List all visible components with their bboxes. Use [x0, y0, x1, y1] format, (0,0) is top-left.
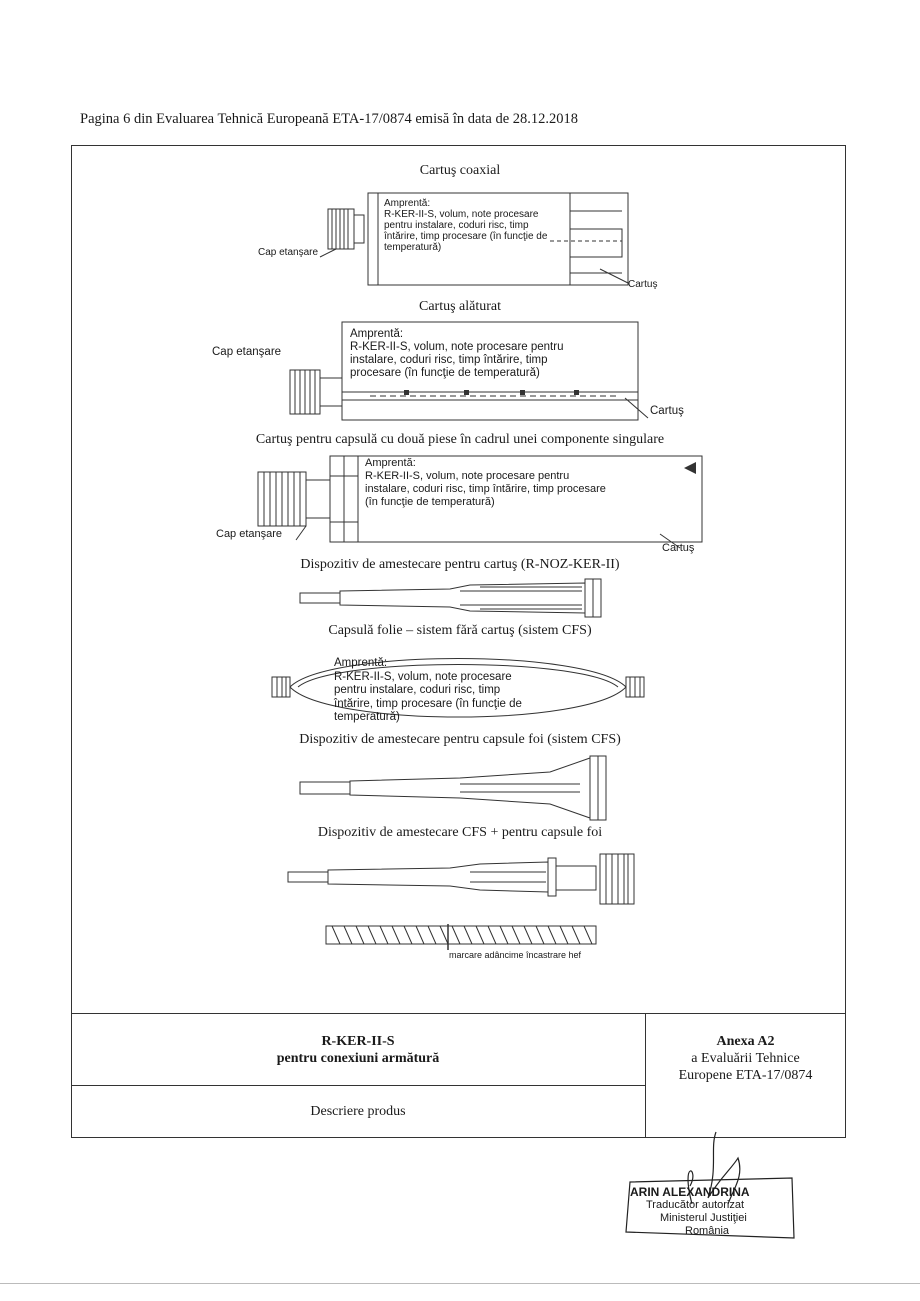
- label-line: procesare (în funcţie de temperatură): [350, 367, 540, 379]
- annex-frame: [71, 145, 846, 1138]
- footer-annex-block: Anexa A2 a Evaluării Tehnice Europene ET…: [645, 1033, 846, 1084]
- coaxial-cartridge-drawing: [319, 192, 629, 286]
- footer-vertical-divider: [645, 1013, 646, 1138]
- signature-stamp-graphic: [625, 1131, 795, 1239]
- rebar-drawing: [325, 924, 597, 950]
- two-piece-cartridge-label: Cartuş: [662, 542, 695, 554]
- side-by-side-cartridge-drawing: [289, 321, 649, 421]
- footer-annex-line2: Europene ETA-17/0874: [678, 1068, 813, 1083]
- label-line: R-KER-II-S, volum, note procesare pentru: [365, 470, 570, 482]
- stamp-country: România: [685, 1225, 730, 1237]
- side-by-side-cap-label: Cap etanşare: [212, 346, 282, 358]
- mixer-cartridge-drawing: [299, 578, 602, 618]
- mixer-cfs-drawing: [299, 755, 607, 821]
- label-line: instalare, coduri risc, timp întărire, t…: [350, 354, 548, 366]
- two-piece-cap-label: Cap etanşare: [216, 528, 283, 540]
- label-line: temperatură): [334, 711, 400, 723]
- figure-title-mixer-cartridge: Dispozitiv de amestecare pentru cartuş (…: [300, 557, 620, 572]
- footer-divider: [71, 1013, 846, 1014]
- label-line: (în funcţie de temperatură): [365, 496, 495, 508]
- stamp-title: Traducător autorizat: [646, 1199, 745, 1211]
- mixer-cfs-plus-drawing: [287, 853, 635, 905]
- footer-product-name: R-KER-II-S: [321, 1034, 395, 1049]
- figure-title-coaxial: Cartuş coaxial: [419, 163, 501, 178]
- label-line: R-KER-II-S, volum, note procesare: [384, 209, 539, 220]
- label-line: întărire, timp procesare (în funcţie de: [334, 697, 522, 710]
- label-line: Amprentă:: [365, 457, 416, 469]
- footer-product-block: R-KER-II-S pentru conexiuni armătură: [71, 1033, 645, 1067]
- figure-title-foil-capsule: Capsulă folie – sistem fără cartuş (sist…: [328, 623, 592, 638]
- bottom-scan-line: [0, 1283, 920, 1284]
- coaxial-cartridge-label: Cartuş: [628, 279, 658, 290]
- figure-title-two-piece: Cartuş pentru capsulă cu două piese în c…: [255, 432, 665, 447]
- figure-title-mixer-cfs: Dispozitiv de amestecare pentru capsule …: [299, 732, 621, 747]
- figure-title-side-by-side: Cartuş alăturat: [418, 299, 502, 314]
- foil-capsule-imprint-label: Amprentă: R-KER-II-S, volum, note proces…: [334, 657, 522, 725]
- coaxial-imprint-label: Amprentă: R-KER-II-S, volum, note proces…: [384, 198, 547, 253]
- footer-section-title: Descriere produs: [310, 1104, 406, 1119]
- footer-annex-line1: a Evaluării Tehnice: [691, 1051, 800, 1066]
- label-line: Amprentă:: [334, 657, 388, 669]
- label-line: întărire, timp procesare (în funcţie de: [384, 231, 548, 242]
- two-piece-imprint-label: Amprentă: R-KER-II-S, volum, note proces…: [365, 457, 606, 509]
- coaxial-cap-label: Cap etanşare: [258, 247, 319, 258]
- label-line: pentru instalare, coduri risc, timp: [334, 684, 501, 696]
- footer-annex-title: Anexa A2: [716, 1034, 775, 1049]
- label-line: Amprentă:: [350, 328, 404, 340]
- side-by-side-cartridge-label: Cartuş: [650, 405, 684, 417]
- figure-title-mixer-cfs-plus: Dispozitiv de amestecare CFS + pentru ca…: [317, 825, 603, 840]
- stamp-ministry: Ministerul Justiţiei: [660, 1212, 747, 1224]
- label-line: instalare, coduri risc, timp întărire, t…: [365, 483, 606, 495]
- stamp-name: ARIN ALEXANDRINA: [630, 1185, 750, 1199]
- two-piece-cartridge-drawing: [257, 455, 703, 549]
- page-header: Pagina 6 din Evaluarea Tehnică Europeană…: [80, 111, 579, 127]
- label-line: temperatură): [384, 242, 442, 253]
- rebar-depth-label: marcare adâncime încastrare hef: [449, 950, 582, 960]
- label-line: R-KER-II-S, volum, note procesare: [334, 670, 512, 683]
- footer-product-sub: pentru conexiuni armătură: [276, 1051, 440, 1066]
- label-line: pentru instalare, coduri risc, timp: [384, 220, 529, 231]
- footer-inner-divider: [71, 1085, 645, 1086]
- label-line: R-KER-II-S, volum, note procesare pentru: [350, 341, 564, 353]
- label-line: Amprentă:: [384, 198, 431, 209]
- foil-capsule-drawing: [271, 658, 645, 718]
- side-by-side-imprint-label: Amprentă: R-KER-II-S, volum, note proces…: [350, 328, 563, 380]
